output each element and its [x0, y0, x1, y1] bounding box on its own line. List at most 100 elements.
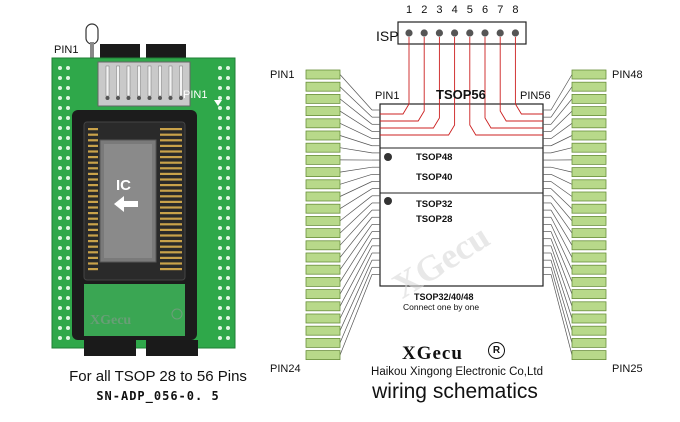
isp-connector-pin [420, 29, 428, 37]
right-pad [571, 167, 607, 178]
lever-stem [90, 42, 94, 60]
left-wire [339, 86, 373, 118]
pcb-pin-hole [226, 166, 230, 170]
note-line1: TSOP32/40/48 [414, 292, 474, 302]
left-wire [339, 224, 373, 270]
left-pad [305, 301, 341, 312]
socket-contacts [88, 128, 182, 271]
pcb-pin-hole [226, 286, 230, 290]
left-wire [339, 195, 373, 222]
left-pad [305, 191, 341, 202]
adapter-pin1-inner-label: PIN1 [183, 89, 207, 101]
left-wire [339, 166, 373, 173]
right-pad [571, 203, 607, 214]
left-wire [339, 231, 373, 283]
board-logo: XGecu [90, 313, 131, 328]
socket-contact [160, 195, 182, 198]
pcb-pin-hole [226, 176, 230, 180]
socket-contact [88, 161, 98, 164]
pcb-pin-hole [226, 126, 230, 130]
right-pad [571, 289, 607, 300]
adapter-caption: For all TSOP 28 to 56 Pins [69, 368, 247, 385]
registered-icon: R [488, 342, 505, 359]
isp-label: ISP [376, 28, 399, 44]
pcb-pin-hole [66, 86, 70, 90]
isp-connector [397, 21, 527, 45]
pcb-pin-hole [226, 336, 230, 340]
pcb-pin-hole [58, 296, 62, 300]
left-pad [305, 289, 341, 300]
socket-contact [88, 245, 98, 248]
left-pad [305, 106, 341, 116]
right-wire [550, 123, 573, 139]
left-pad [305, 240, 341, 251]
pcb-pin-hole [58, 166, 62, 170]
left-pad [305, 154, 341, 165]
right-wire [550, 147, 573, 154]
pcb-pin-hole [66, 256, 70, 260]
socket-contact [88, 133, 98, 136]
left-pads [305, 69, 341, 361]
socket-contact [88, 268, 98, 271]
pcb-pin-hole [66, 186, 70, 190]
pcb-pin-hole [226, 296, 230, 300]
pcb-pin-hole [58, 336, 62, 340]
left-pad [305, 203, 341, 214]
left-pad [305, 215, 341, 226]
socket-contact [88, 172, 98, 175]
pcb-pin-hole [66, 176, 70, 180]
pcb-pin-hole [218, 266, 222, 270]
schematic-title: wiring schematics [372, 380, 538, 403]
socket-contact [160, 133, 182, 136]
pcb-pin-hole [66, 306, 70, 310]
pcb-pin-hole [58, 76, 62, 80]
pcb-pin-hole [58, 176, 62, 180]
pcb-pin-hole [218, 276, 222, 280]
right-pad [571, 179, 607, 190]
pcb-pin-hole [218, 316, 222, 320]
isp-header-pin [116, 65, 120, 97]
socket-contact [88, 206, 98, 209]
isp-header-pin-dot [137, 96, 141, 100]
isp-connector-pin [405, 29, 413, 37]
pcb-pin-hole [66, 246, 70, 250]
right-wire [550, 74, 573, 111]
pcb-pin-hole [66, 116, 70, 120]
pcb-pin-hole [66, 196, 70, 200]
pcb-pin-hole [218, 236, 222, 240]
pcb-pin-hole [58, 146, 62, 150]
pcb-pin-hole [58, 256, 62, 260]
isp-wire [380, 37, 456, 136]
isp-header-pin [147, 65, 152, 97]
left-top-pin-label: PIN1 [270, 69, 294, 81]
socket-contact [88, 178, 98, 181]
right-pad [571, 215, 607, 226]
socket-contact [88, 128, 98, 131]
right-wire [550, 217, 573, 258]
pcb-pin-hole [218, 186, 222, 190]
pcb-pin-hole [66, 336, 70, 340]
socket-contact [88, 139, 98, 142]
pcb-pin-hole [226, 326, 230, 330]
pcb-pin-hole [58, 116, 62, 120]
pcb-pin-hole [218, 116, 222, 120]
wires [339, 37, 573, 356]
pcb-pin-hole [58, 106, 62, 110]
ic-label: IC [116, 177, 131, 194]
left-pad [305, 325, 341, 336]
left-wire [339, 245, 373, 307]
isp-connector-pin [451, 29, 459, 37]
isp-pin-number: 1 [406, 4, 412, 16]
left-wire [339, 209, 373, 246]
pcb-pin-hole [226, 306, 230, 310]
socket-contact [88, 156, 98, 159]
right-pad [571, 81, 607, 92]
isp-pin-number: 2 [421, 4, 427, 16]
tsop48-pin1-dot [384, 153, 392, 161]
pcb-pin-hole [218, 226, 222, 230]
isp-header-pin [168, 65, 173, 97]
socket-contact [88, 189, 98, 192]
pcb-pin-hole [66, 146, 70, 150]
pcb-pin-hole [226, 106, 230, 110]
